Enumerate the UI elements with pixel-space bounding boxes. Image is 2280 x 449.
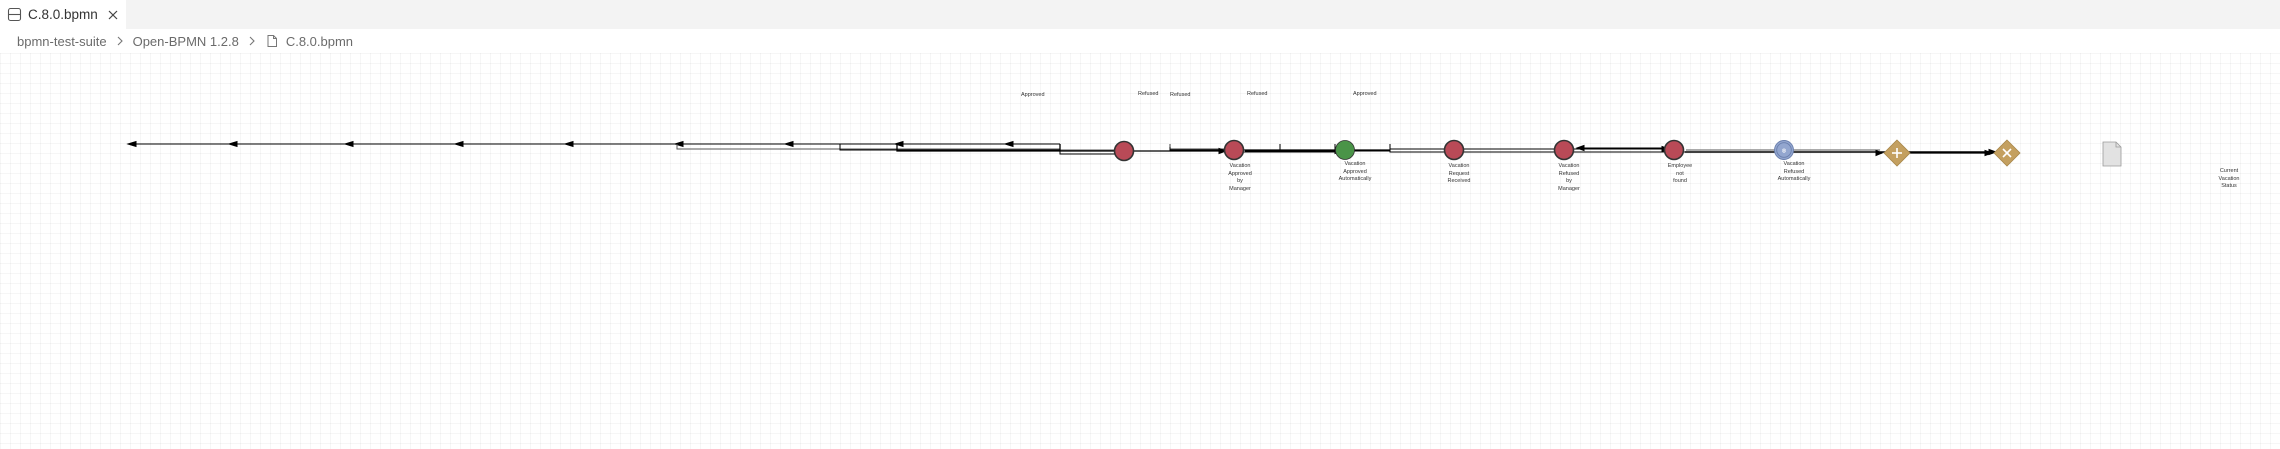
data-object-label: Current Vacation Status [2218,168,2240,190]
bpmn-gateways [1883,139,2021,167]
sequence-flow[interactable] [839,144,1060,151]
event-label: Vacation Request Received [1447,163,1471,185]
start-event-icon[interactable] [1335,140,1355,160]
end-event-icon[interactable] [1223,139,1245,161]
tab-title: C.8.0.bpmn [28,7,98,22]
arrow-head [673,140,684,148]
chevron-right-icon [249,36,255,46]
breadcrumb-item-folder[interactable]: Open-BPMN 1.2.8 [132,33,239,49]
sequence-flow[interactable] [1059,147,1115,155]
arrow-head [453,140,464,148]
sequence-flows [126,140,1998,157]
event-label: Vacation Refused by Manager [1558,163,1580,192]
arrow-head [893,140,904,148]
flow-label-approved: Approved [1353,91,1377,97]
breadcrumb-item-workspace[interactable]: bpmn-test-suite [17,33,107,49]
chevron-right-icon [117,36,123,46]
arrow-head [227,140,238,148]
arrow-head [1218,147,1228,155]
flow-label-refused: Refused [1247,91,1268,97]
editor-tab-bar: C.8.0.bpmn [0,0,2280,29]
event-label: Vacation Approved Automatically [1338,161,1372,183]
data-object-icon[interactable] [2102,141,2122,167]
arrow-head [126,140,137,148]
sequence-flow[interactable] [1169,144,1225,150]
arrow-head [1875,149,1884,157]
arrow-head [1984,149,1994,157]
exclusive-gateway-icon[interactable] [1993,139,2021,167]
arrow-head [1003,140,1014,148]
breadcrumb: bpmn-test-suite Open-BPMN 1.2.8 C.8.0.bp… [0,29,2280,53]
flow-label-refused: Refused [1138,91,1159,97]
event-label: Vacation Approved by Manager [1228,163,1252,192]
close-icon[interactable] [106,8,120,22]
arrow-head [343,140,354,148]
end-event-icon[interactable] [1113,140,1135,162]
svg-text:⊗: ⊗ [1781,149,1786,155]
parallel-gateway-icon[interactable] [1883,139,1911,167]
flow-label-refused: Refused [1170,92,1191,98]
breadcrumb-item-file[interactable]: C.8.0.bpmn [285,33,354,49]
event-label: Vacation Refused Automatically [1777,161,1811,183]
bpmn-events: ⊗ [1113,139,1794,162]
end-event-icon[interactable] [1663,139,1685,161]
sequence-flow[interactable] [1279,144,1345,151]
arrow-head [783,140,794,148]
end-event-icon[interactable] [1553,139,1575,161]
intermediate-event-icon[interactable]: ⊗ [1774,140,1794,160]
diagram-svg: ⊗ [126,139,2122,167]
bpmn-editor-icon [7,7,22,22]
arrow-head [1575,144,1585,152]
event-label: Employee not found [1667,163,1693,185]
sequence-flow[interactable] [896,144,1060,152]
diagram-canvas[interactable]: ⊗ Approved Refused Refused Refused Appro… [0,53,2280,449]
editor-tab[interactable]: C.8.0.bpmn [0,0,126,29]
end-event-icon[interactable] [1443,139,1465,161]
flow-label-approved: Approved [1021,92,1045,98]
file-icon [267,35,277,47]
arrow-head [563,140,574,148]
